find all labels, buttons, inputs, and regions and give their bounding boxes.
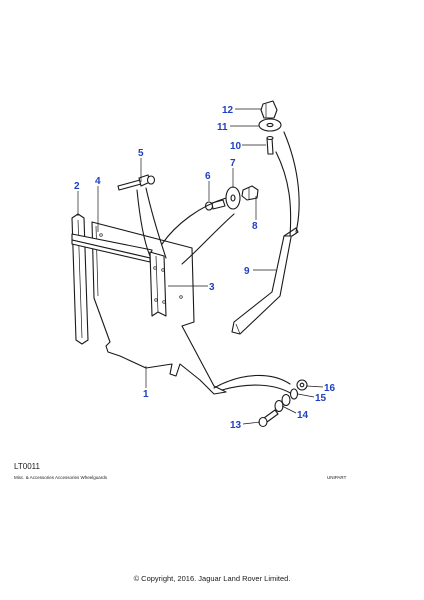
part-lower-washer (289, 388, 299, 400)
callout-10: 10 (230, 141, 242, 152)
callout-7: 7 (230, 158, 236, 169)
part-washer (225, 186, 241, 210)
part-spacers (274, 393, 291, 413)
callout-8: 8 (252, 221, 258, 232)
leader-lines (77, 108, 324, 425)
part-bracket (136, 187, 167, 317)
callout-13: 13 (230, 420, 242, 431)
callout-1: 1 (143, 389, 149, 400)
part-edge-strip (71, 213, 89, 345)
callout-9: 9 (244, 266, 250, 277)
part-clip (241, 185, 259, 201)
copyright-notice: © Copyright, 2016. Jaguar Land Rover Lim… (133, 574, 291, 583)
part-lower-bolt (258, 409, 279, 428)
brand-label: UNIPART (327, 475, 347, 480)
callout-5: 5 (138, 148, 144, 159)
callout-6: 6 (205, 171, 211, 182)
callout-16: 16 (324, 383, 336, 394)
diagram-caption: Misc. & Accessories Accessories Wheelgua… (14, 475, 108, 480)
callout-11: 11 (217, 122, 228, 133)
part-nut (260, 100, 278, 119)
callout-4: 4 (95, 176, 101, 187)
callout-15: 15 (315, 393, 327, 404)
lower-sweep-lines (213, 374, 293, 395)
part-bolt (117, 174, 156, 191)
callout-14: 14 (297, 410, 309, 421)
callout-3: 3 (209, 282, 215, 293)
part-stay-arm (231, 227, 299, 335)
diagram-ref-code: LT0011 (14, 462, 40, 471)
support-rods (161, 197, 235, 265)
callout-labels: 1 2 3 4 5 6 7 8 9 10 11 12 13 14 15 16 (74, 105, 336, 431)
callout-2: 2 (74, 181, 80, 192)
upper-sweep-lines (275, 131, 300, 237)
callout-12: 12 (222, 105, 234, 116)
part-upper-washer (258, 118, 282, 132)
part-bush (266, 135, 274, 155)
part-lower-nut (296, 379, 308, 391)
